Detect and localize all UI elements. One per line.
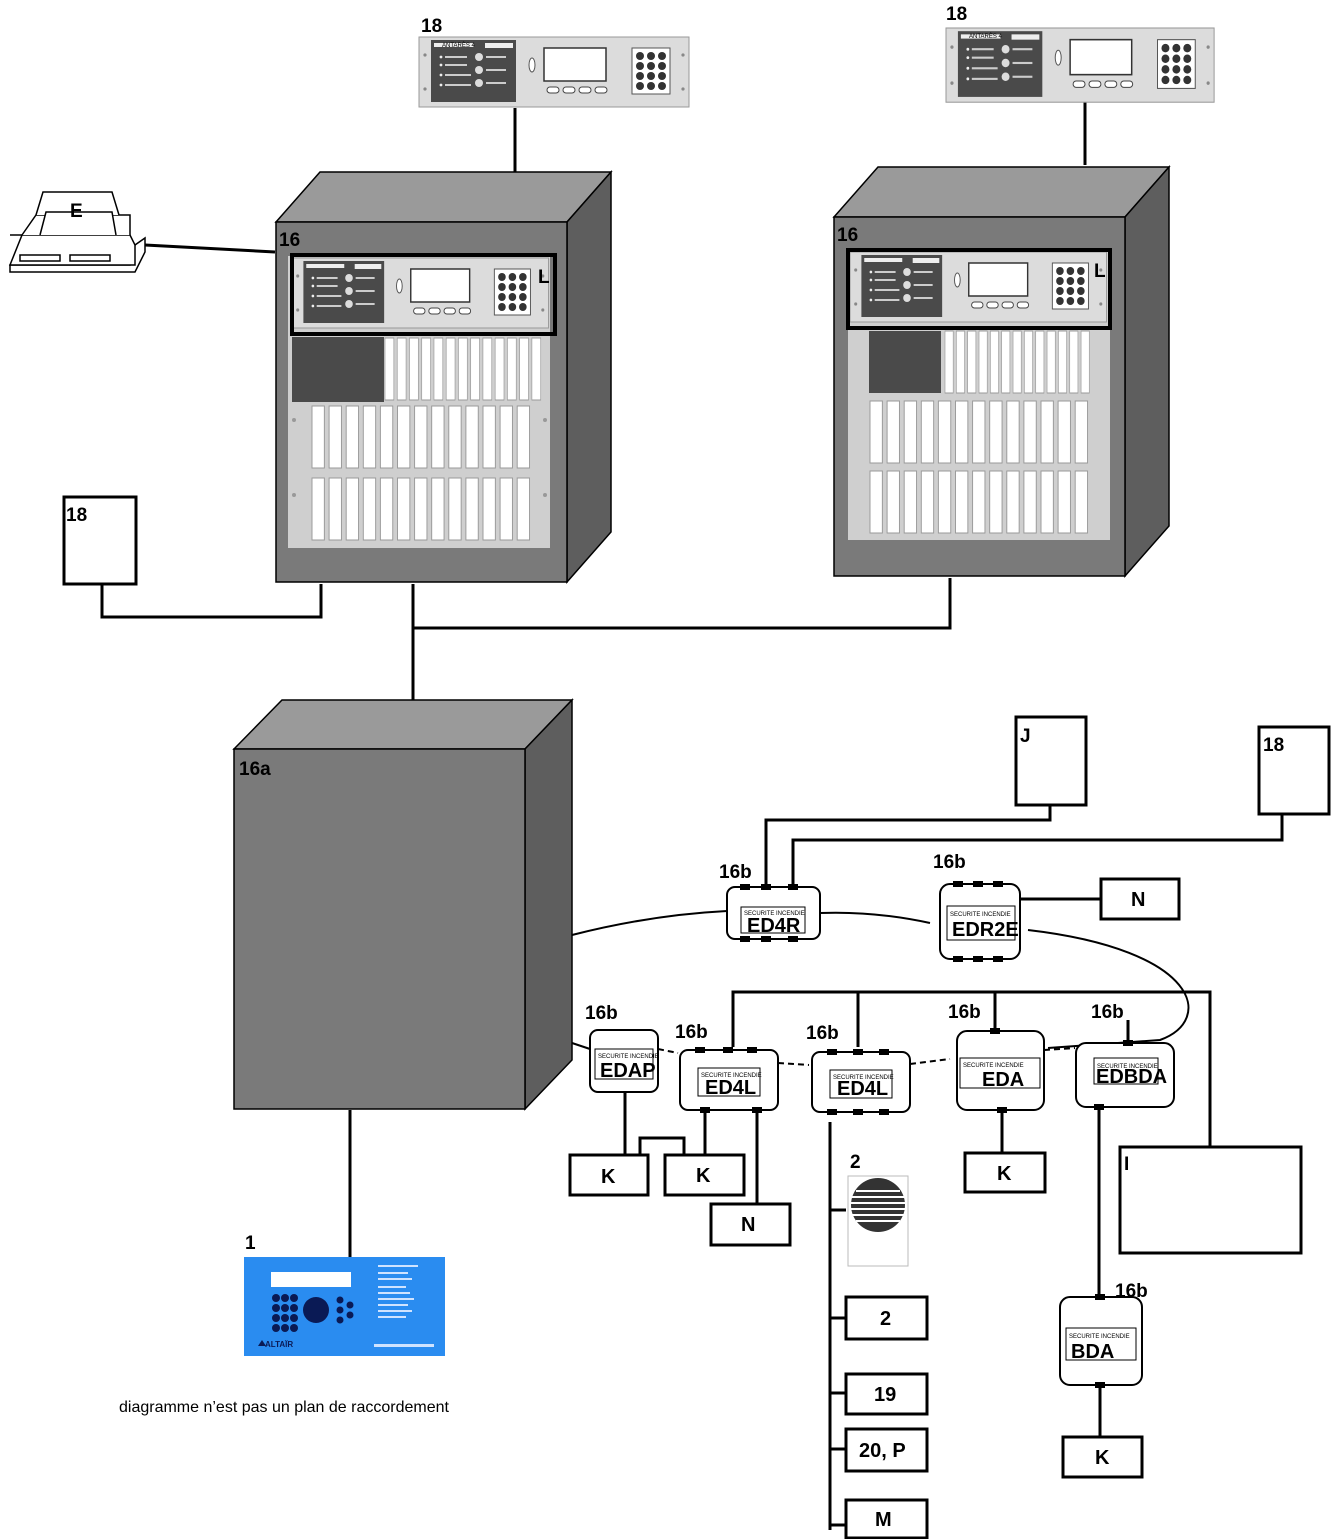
module-edbda: SECURITE INCENDIE EDBDA — [1075, 1040, 1175, 1110]
label-k-bda: K — [1095, 1447, 1110, 1469]
label-j: J — [1020, 726, 1031, 747]
label-16b-ed4r: 16b — [719, 862, 752, 883]
label-16b-bda: 16b — [1115, 1281, 1148, 1302]
module-ed4r-name: ED4R — [747, 915, 801, 937]
box-k-eda — [963, 1151, 1047, 1194]
module-bda: SECURITE INCENDIE BDA — [1059, 1294, 1143, 1388]
wiring — [100, 102, 1284, 1530]
svg-text:SECURITE INCENDIE: SECURITE INCENDIE — [1069, 1334, 1130, 1340]
box-18-right — [1257, 725, 1331, 816]
label-16b-edap: 16b — [585, 1003, 618, 1024]
label-18-left-box: 18 — [66, 505, 87, 526]
module-edr2e-name: EDR2E — [952, 919, 1019, 941]
svg-text:SECURITE INCENDIE: SECURITE INCENDIE — [833, 1075, 894, 1081]
box-n-top — [1099, 877, 1181, 921]
label-18-right-box: 18 — [1263, 735, 1284, 756]
module-ed4l-a-name: ED4L — [705, 1077, 756, 1099]
svg-text:ANTARÈS 4: ANTARÈS 4 — [442, 42, 476, 49]
module-ed4l-b-name: ED4L — [837, 1078, 888, 1100]
loop-bus — [571, 910, 1190, 1066]
diagram-note: diagramme n’est pas un plan de raccordem… — [119, 1399, 450, 1416]
module-eda-name: EDA — [982, 1069, 1024, 1091]
svg-text:SECURITE INCENDIE: SECURITE INCENDIE — [963, 1063, 1024, 1069]
svg-text:ALTAÏR: ALTAÏR — [265, 1340, 293, 1349]
label-box-19: 19 — [874, 1384, 896, 1406]
box-18-left — [62, 495, 138, 586]
module-ed4l-a: SECURITE INCENDIE ED4L — [679, 1047, 779, 1113]
box-20p — [844, 1427, 929, 1473]
label-16b-ed4l-b: 16b — [806, 1023, 839, 1044]
label-16-right: 16 — [837, 225, 858, 246]
repeater-panel-top-right: ANTARÈS 4 — [945, 27, 1215, 103]
label-box-2: 2 — [880, 1308, 891, 1330]
module-edr2e: SECURITE INCENDIE EDR2E — [939, 881, 1021, 962]
label-l-left: L — [538, 267, 550, 288]
cabinet-16-left — [274, 170, 613, 584]
svg-text:SECURITE INCENDIE: SECURITE INCENDIE — [701, 1073, 762, 1079]
module-edbda-name: EDBDA — [1096, 1066, 1167, 1088]
cabinet-16-right — [832, 165, 1171, 578]
label-16b-edr2e: 16b — [933, 852, 966, 873]
label-n-top: N — [1131, 889, 1145, 911]
box-k2 — [663, 1153, 746, 1197]
box-k-bda — [1061, 1435, 1144, 1479]
box-n-bottom — [709, 1202, 792, 1247]
module-edap: SECURITE INCENDIE EDAP — [589, 1029, 659, 1093]
module-eda: SECURITE INCENDIE EDA — [956, 1028, 1045, 1113]
keypad-unit: ALTAÏR — [244, 1257, 445, 1356]
label-k-eda: K — [997, 1163, 1012, 1185]
printer — [8, 191, 146, 273]
svg-text:SECURITE INCENDIE: SECURITE INCENDIE — [950, 912, 1011, 918]
label-sounder-2: 2 — [850, 1152, 861, 1173]
label-18-top-left: 18 — [421, 16, 442, 37]
label-18-top-right: 18 — [946, 4, 967, 25]
label-box-20p: 20, P — [859, 1440, 906, 1462]
label-16b-eda: 16b — [948, 1002, 981, 1023]
label-n-bottom: N — [741, 1214, 755, 1236]
label-keypad-1: 1 — [245, 1233, 256, 1254]
box-19 — [844, 1372, 929, 1416]
box-2 — [844, 1295, 929, 1341]
module-ed4r: SECURITE INCENDIE ED4R — [726, 884, 821, 942]
label-printer-e: E — [70, 201, 83, 222]
svg-text:ANTARÈS 4: ANTARÈS 4 — [969, 33, 1003, 40]
label-k2: K — [696, 1165, 711, 1187]
svg-text:SECURITE INCENDIE: SECURITE INCENDIE — [1097, 1064, 1158, 1070]
module-edap-name: EDAP — [600, 1060, 656, 1082]
label-16-left: 16 — [279, 230, 300, 251]
label-box-m: M — [875, 1509, 892, 1531]
label-i: I — [1124, 1154, 1129, 1175]
label-16a: 16a — [239, 759, 271, 780]
sounder-device — [847, 1175, 909, 1267]
box-m — [844, 1498, 929, 1539]
box-j — [1014, 715, 1088, 807]
repeater-panel-top-left: ANTARÈS 4 — [418, 36, 690, 108]
svg-text:SECURITE INCENDIE: SECURITE INCENDIE — [744, 911, 805, 917]
label-16b-ed4l-a: 16b — [675, 1022, 708, 1043]
svg-text:SECURITE INCENDIE: SECURITE INCENDIE — [598, 1054, 659, 1060]
box-i — [1118, 1145, 1303, 1255]
cabinet-16a — [232, 698, 574, 1111]
module-ed4l-b: SECURITE INCENDIE ED4L — [811, 1049, 911, 1115]
label-l-right: L — [1094, 261, 1106, 282]
box-k1 — [568, 1153, 650, 1197]
label-k1: K — [601, 1166, 616, 1188]
module-bda-name: BDA — [1071, 1341, 1114, 1363]
label-16b-edbda: 16b — [1091, 1002, 1124, 1023]
